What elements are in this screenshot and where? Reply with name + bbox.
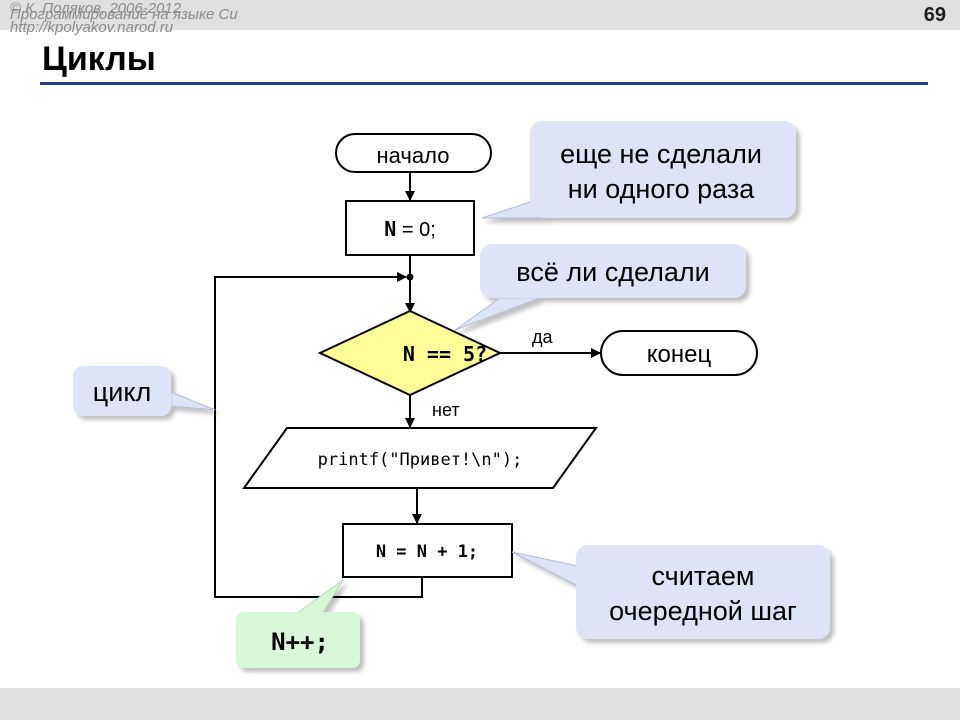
output-parallelogram bbox=[242, 427, 598, 489]
start-label: начало bbox=[377, 143, 450, 168]
callout-loop-label: цикл bbox=[93, 377, 151, 407]
top-bar bbox=[0, 0, 960, 30]
callout-next-step bbox=[511, 545, 830, 639]
title-underline bbox=[40, 82, 928, 85]
callout-shortcut-label: N++; bbox=[271, 628, 329, 656]
slide-title: Циклы bbox=[42, 40, 156, 78]
callout-not-done-line2: ни одного раза bbox=[568, 174, 755, 204]
footer-copyright: © К. Поляков, 2006-2012 bbox=[10, 0, 182, 17]
footer-url: http://kpolyakov.narod.ru bbox=[10, 19, 174, 36]
callout-loop bbox=[73, 366, 216, 416]
callout-not-done bbox=[481, 121, 796, 219]
callout-all-done-label: всё ли сделали bbox=[516, 257, 709, 287]
output-statement: printf("Привет!\n"); bbox=[318, 450, 523, 470]
decision-diamond bbox=[317, 309, 503, 397]
no-label: нет bbox=[432, 400, 460, 420]
increment-statement: N = N + 1; bbox=[376, 542, 478, 562]
callout-not-done-line1: еще не сделали bbox=[560, 139, 762, 169]
callout-next-step-line1: считаем bbox=[651, 561, 754, 591]
yes-label: да bbox=[532, 327, 554, 347]
course-title: Программирование на языке Си bbox=[10, 6, 238, 23]
page-number: 69 bbox=[923, 4, 946, 26]
init-block bbox=[345, 200, 475, 256]
end-terminal bbox=[600, 330, 758, 376]
decision-condition: N == 5? bbox=[403, 342, 487, 366]
loop-back-line bbox=[214, 272, 423, 598]
callout-next-step-line2: очередной шаг bbox=[609, 596, 797, 626]
increment-block bbox=[342, 523, 513, 578]
footer-bar bbox=[0, 688, 960, 720]
start-terminal bbox=[335, 133, 492, 173]
callout-shortcut bbox=[236, 579, 360, 668]
init-statement: N = 0; bbox=[384, 217, 436, 241]
callout-all-done bbox=[454, 244, 746, 331]
end-label: конец bbox=[647, 341, 712, 368]
